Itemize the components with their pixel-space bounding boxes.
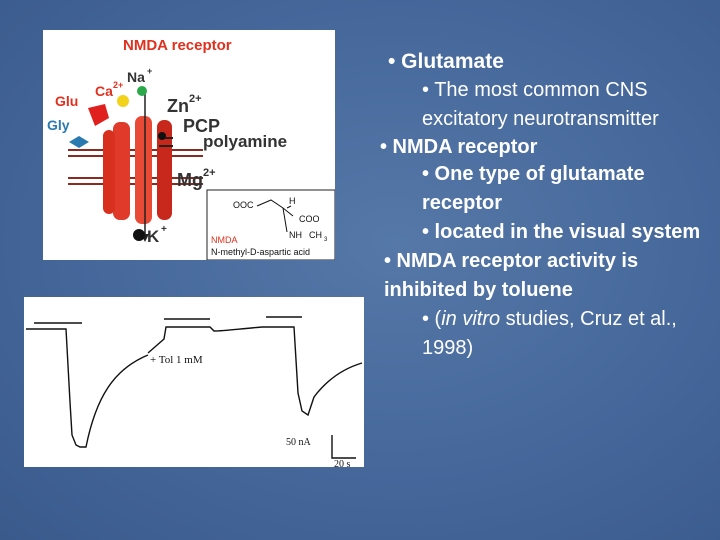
potassium-ion-icon [133, 229, 145, 241]
bullet-list: • Glutamate • The most common CNS excita… [380, 48, 710, 363]
bullet-glutamate: • Glutamate [388, 50, 504, 73]
bullet-cns-excitatory: • The most common CNS excitatory neurotr… [422, 79, 659, 130]
potassium-label: K [147, 227, 160, 246]
current-traces-plot: + Tol 1 mM 50 nA 20 s [26, 316, 363, 467]
sodium-label: Na [127, 69, 145, 85]
bullet-visual-system: • located in the visual system [422, 221, 701, 243]
pcp-label: PCP [183, 116, 220, 136]
structure-abbrev: NMDA [211, 235, 238, 245]
pcp-site-icon [158, 132, 166, 140]
scale-current-label: 50 nA [286, 437, 312, 448]
calcium-label: Ca [95, 83, 113, 99]
structure-coo: COO [299, 214, 320, 224]
zinc-charge: 2+ [189, 93, 202, 105]
structure-full-name: N-methyl-D-aspartic acid [211, 247, 310, 257]
nmda-structure-inset: OOC H COO NH CH 3 NMDA N-methyl-D-aspart… [206, 189, 335, 260]
receptor-channel [103, 90, 173, 242]
structure-ch3-subscript: 3 [324, 237, 328, 243]
scale-bar [331, 435, 356, 459]
structure-nh: NH [289, 230, 302, 240]
zinc-label: Zn [167, 96, 189, 116]
bullet-toluene-inhibition: • NMDA receptor activity is inhibited by… [384, 250, 639, 301]
citation-suffix: studies, Cruz et al., 1998) [422, 308, 677, 359]
nmda-receptor-diagram: NMDA receptor [47, 37, 335, 260]
structure-h: H [289, 196, 296, 206]
magnesium-charge: 2+ [203, 167, 216, 179]
figure-title: NMDA receptor [123, 37, 232, 54]
citation-in-vitro: in vitro [441, 308, 501, 330]
structure-ch3: CH [309, 230, 322, 240]
toluene-label: + Tol 1 mM [150, 354, 203, 366]
citation-prefix: • ( [422, 308, 442, 330]
glycine-binding-icon [69, 136, 89, 148]
control-trace [26, 328, 149, 448]
calcium-ion-icon [117, 95, 129, 107]
toluene-trace [147, 326, 263, 354]
recovery-trace [262, 326, 363, 417]
polyamine-label: polyamine [203, 132, 287, 151]
scale-time-label: 20 s [334, 459, 351, 467]
sodium-ion-icon [137, 86, 147, 96]
sodium-charge: + [147, 66, 152, 76]
glutamate-label: Glu [55, 93, 78, 109]
current-traces-figure: + Tol 1 mM 50 nA 20 s [24, 297, 364, 467]
bullet-glutamate-receptor-type: • One type of glutamate receptor [422, 163, 645, 214]
magnesium-label: Mg [177, 170, 203, 190]
glutamate-binding-icon [88, 104, 109, 126]
bullet-citation: • (in vitro studies, Cruz et al., 1998) [380, 305, 710, 363]
calcium-charge: 2+ [113, 80, 123, 90]
structure-ooc: OOC [233, 200, 254, 210]
glycine-label: Gly [47, 117, 70, 133]
bullet-nmda-receptor: • NMDA receptor [380, 136, 538, 158]
nmda-receptor-figure: NMDA receptor [43, 30, 335, 260]
potassium-charge: + [161, 224, 167, 235]
